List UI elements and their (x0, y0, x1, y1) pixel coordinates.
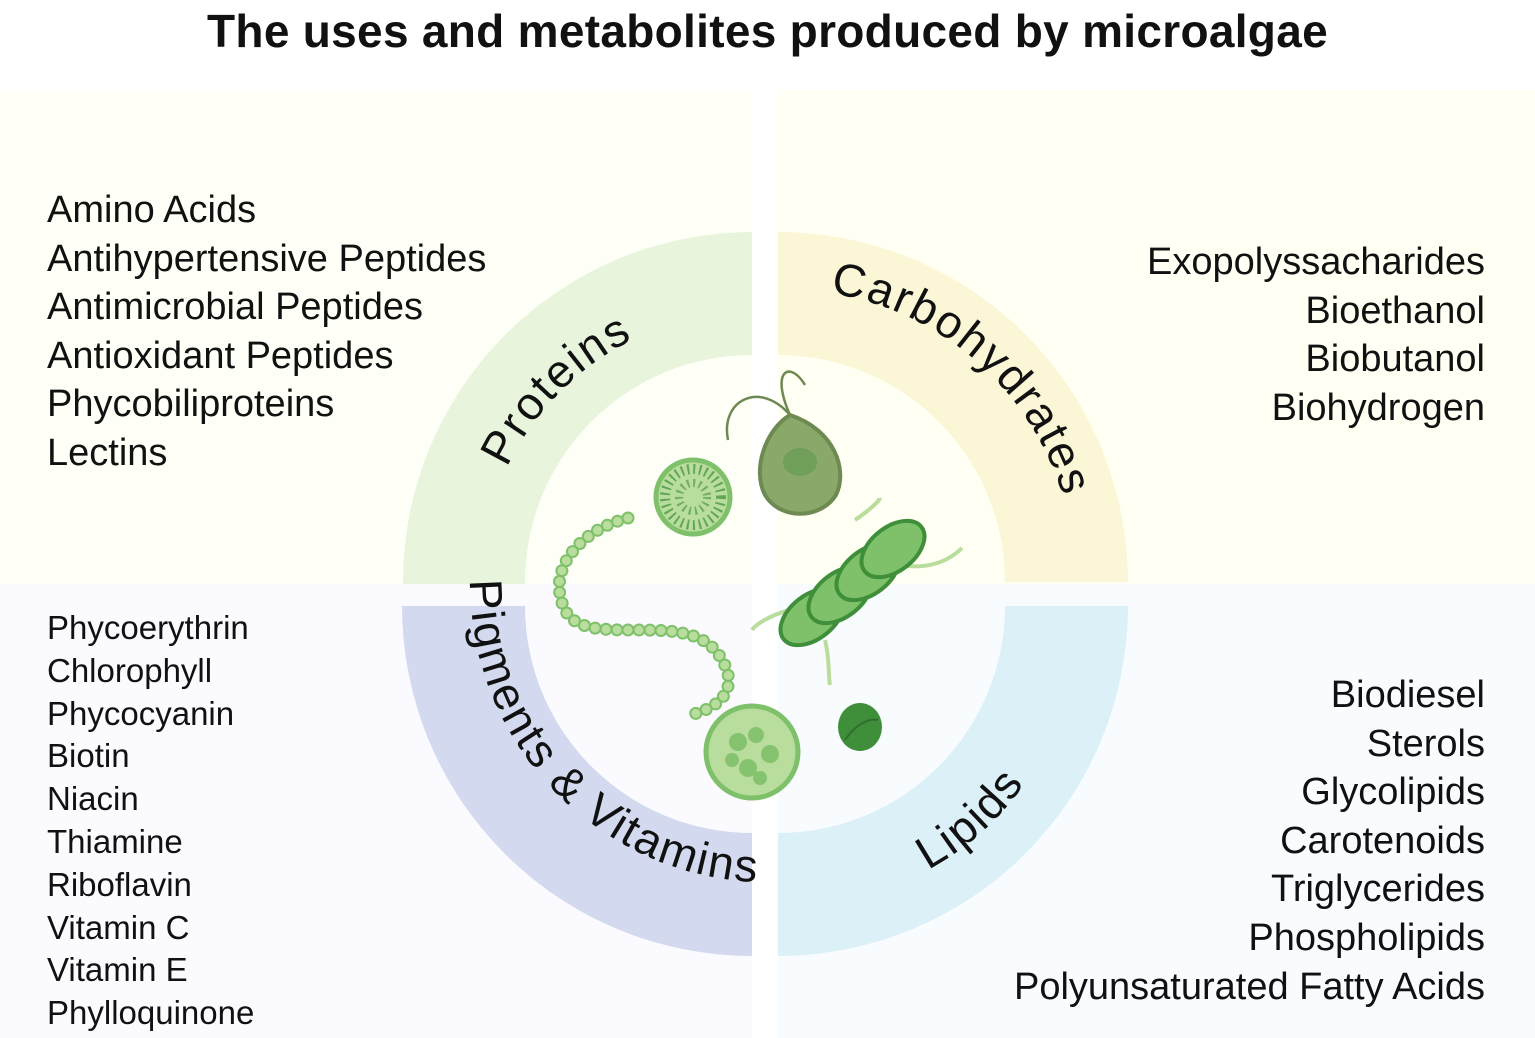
carbohydrates-list: Exopolyssacharides Bioethanol Biobutanol… (1147, 238, 1485, 432)
pigments-item: Niacin (47, 780, 139, 818)
carbohydrates-item: Bioethanol (1305, 289, 1485, 332)
large-round-cell (703, 703, 801, 801)
filament-bead (577, 619, 591, 632)
filament-bead (566, 545, 579, 559)
pigments-item: Phylloquinone (47, 994, 255, 1032)
pigments-vitamins-list: Phycoerythrin Chlorophyll Phycocyanin Bi… (47, 607, 254, 1035)
filament-bead (591, 523, 604, 537)
carbohydrates-item: Biobutanol (1305, 338, 1485, 381)
round-diatom-cell (653, 457, 733, 537)
flagellate-cell (725, 370, 843, 516)
filament-bead (632, 623, 646, 637)
proteins-list: Amino Acids Antihypertensive Peptides An… (47, 186, 486, 478)
lipids-item: Triglycerides (1271, 868, 1485, 911)
filament-bead (553, 585, 567, 599)
small-dark-cell (838, 703, 882, 751)
lipids-item: Glycolipids (1301, 771, 1485, 814)
sector-carbohydrates (778, 232, 1128, 582)
proteins-item: Antioxidant Peptides (47, 334, 394, 377)
pigments-item: Thiamine (47, 822, 183, 860)
filament-bead (560, 606, 574, 620)
proteins-item: Lectins (47, 431, 168, 474)
proteins-item: Amino Acids (47, 189, 257, 231)
lipids-list: Biodiesel Sterols Glycolipids Carotenoid… (1014, 671, 1485, 1011)
sector-pigments-vitamins (402, 606, 752, 956)
filament-bead (588, 621, 602, 635)
pigments-item: Vitamin E (47, 951, 188, 989)
carbohydrates-item: Biohydrogen (1271, 386, 1485, 429)
filament-bead (689, 706, 703, 720)
lipids-item: Biodiesel (1330, 674, 1485, 716)
proteins-item: Phycobiliproteins (47, 383, 335, 426)
filament-bead (721, 668, 735, 682)
filament-bead (712, 649, 726, 662)
lipids-item: Sterols (1366, 722, 1485, 765)
rod-colony (750, 497, 964, 686)
sector-proteins (403, 232, 752, 584)
filament-bead (716, 689, 730, 703)
filament-bead (600, 518, 614, 532)
pigments-item: Riboflavin (47, 865, 192, 903)
filament-bead (709, 697, 723, 711)
filament-bead (599, 622, 613, 636)
filament-bead (621, 511, 635, 525)
filament-bead (705, 640, 719, 654)
lipids-item: Polyunsaturated Fatty Acids (1013, 965, 1485, 1008)
sector-lipids (778, 606, 1128, 956)
proteins-item: Antimicrobial Peptides (47, 286, 423, 329)
filament-bead (581, 529, 595, 543)
pigments-item: Vitamin C (47, 908, 190, 946)
pigments-item: Phycocyanin (47, 694, 235, 732)
pigments-item: Phycoerythrin (47, 609, 249, 646)
filament-chain (553, 511, 735, 720)
pigments-item: Biotin (47, 737, 130, 775)
filament-bead (555, 564, 569, 578)
carbohydrates-item: Exopolyssacharides (1147, 241, 1485, 283)
microalgae-illustration (553, 370, 964, 801)
filament-bead (573, 537, 587, 550)
diagram-title: The uses and metabolites produced by mic… (207, 5, 1328, 57)
filament-bead (610, 623, 624, 637)
filament-bead (718, 658, 732, 672)
lipids-item: Carotenoids (1280, 819, 1485, 862)
filament-bead (621, 623, 635, 637)
proteins-item: Antihypertensive Peptides (47, 237, 487, 280)
filament-bead (676, 626, 690, 640)
filament-bead (654, 624, 668, 637)
filament-bead (553, 574, 566, 588)
filament-bead (696, 634, 710, 648)
pigments-item: Chlorophyll (47, 651, 213, 689)
lipids-item: Phospholipids (1248, 916, 1485, 959)
filament-bead (665, 624, 679, 638)
filament-bead (643, 623, 657, 637)
